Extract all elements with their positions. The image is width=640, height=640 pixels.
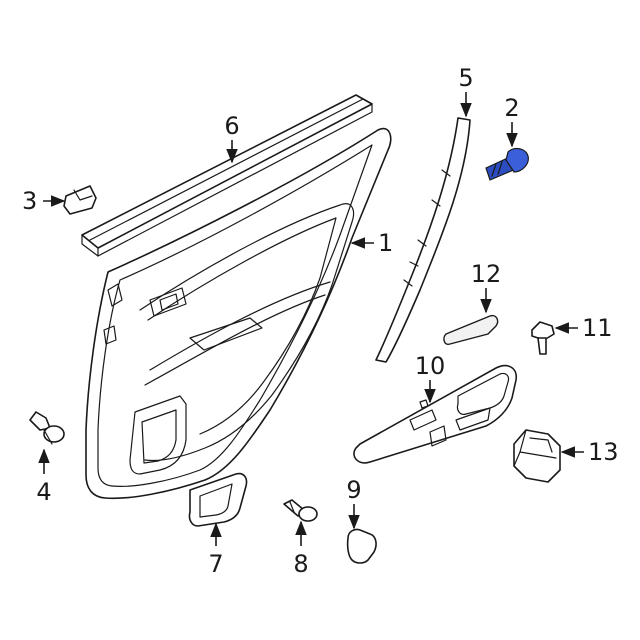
callout-10: 10 — [415, 352, 446, 380]
part-9-cap[interactable] — [346, 528, 377, 564]
leader-lines — [38, 92, 584, 546]
part-13-window-switch[interactable] — [513, 429, 561, 483]
part-10-switch-bezel[interactable] — [353, 364, 518, 464]
callout-6: 6 — [224, 112, 239, 140]
callout-12: 12 — [471, 260, 502, 288]
callout-2: 2 — [504, 94, 519, 122]
part-8-bolt[interactable] — [283, 499, 318, 522]
callout-labels: 1 2 3 4 5 6 7 8 9 10 11 12 13 — [22, 64, 619, 578]
callout-7: 7 — [208, 550, 223, 578]
callout-9: 9 — [346, 476, 361, 504]
part-2-screw[interactable] — [485, 147, 529, 181]
callout-3: 3 — [22, 187, 37, 215]
callout-4: 4 — [36, 478, 51, 506]
part-5-pillar-seal[interactable] — [375, 117, 471, 363]
callout-11: 11 — [582, 314, 613, 342]
part-4-push-retainer[interactable] — [29, 411, 65, 445]
part-3-clip[interactable] — [63, 185, 97, 215]
callout-1: 1 — [378, 229, 393, 257]
part-12-trim-pad[interactable] — [443, 314, 499, 346]
part-11-bolt[interactable] — [531, 321, 555, 355]
part-6-weatherstrip[interactable] — [81, 94, 373, 257]
callout-8: 8 — [293, 550, 308, 578]
part-7-handle-cup[interactable] — [188, 472, 248, 527]
part-1-door-trim-panel[interactable] — [85, 127, 392, 500]
callout-13: 13 — [588, 438, 619, 466]
callout-5: 5 — [458, 64, 473, 92]
